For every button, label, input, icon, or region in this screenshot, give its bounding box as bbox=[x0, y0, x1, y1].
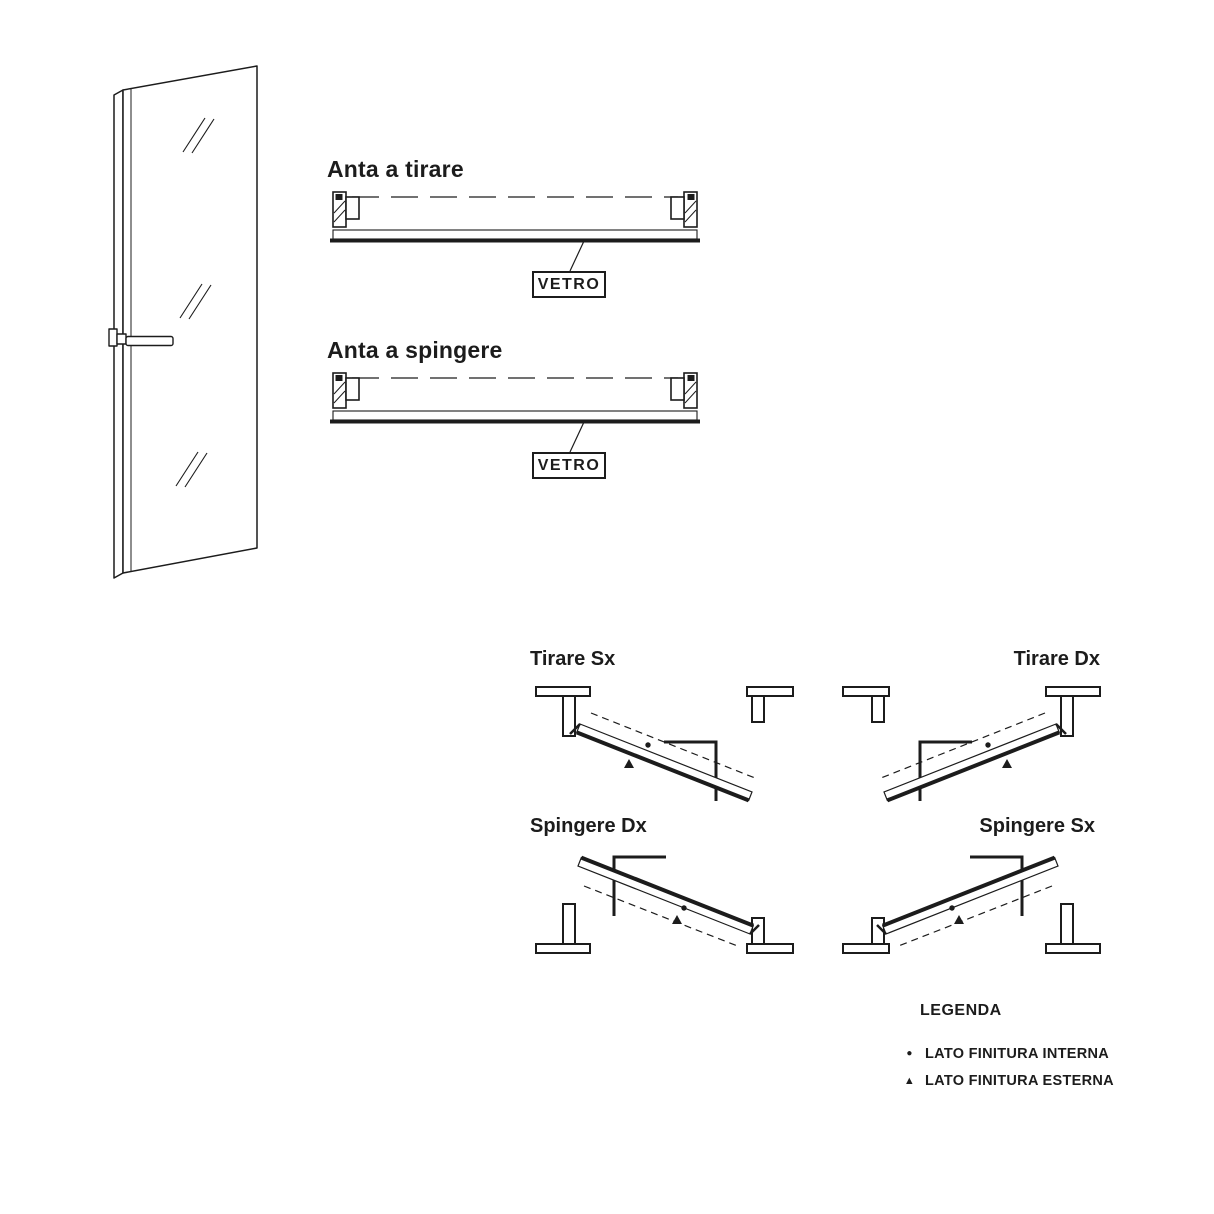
legend-item-interna-label: LATO FINITURA INTERNA bbox=[925, 1046, 1110, 1062]
glass-panel-section bbox=[332, 410, 698, 421]
glass-reflection-marks bbox=[175, 117, 215, 488]
legend-item-esterna: ▲ LATO FINITURA ESTERNA bbox=[903, 1073, 1114, 1089]
pull-glass-callout: VETRO bbox=[532, 271, 606, 298]
push-section-title: Anta a spingere bbox=[327, 337, 503, 363]
left-frame-profile bbox=[332, 191, 360, 228]
vetro-leader-line bbox=[569, 240, 585, 272]
swing-diagram-tirare-dx bbox=[841, 685, 1102, 803]
door-illustration bbox=[108, 65, 258, 579]
label-spingere-dx: Spingere Dx bbox=[530, 815, 647, 837]
interna-dot-icon: ● bbox=[906, 1048, 913, 1059]
left-frame-profile bbox=[332, 372, 360, 409]
push-section-drawing bbox=[330, 372, 700, 453]
vetro-leader-line bbox=[569, 421, 585, 453]
door-front-face bbox=[122, 65, 258, 574]
swing-diagram-tirare-sx bbox=[534, 685, 795, 803]
glass-panel-section bbox=[332, 229, 698, 240]
label-tirare-sx: Tirare Sx bbox=[530, 648, 616, 670]
right-frame-profile bbox=[670, 191, 698, 228]
right-frame-profile bbox=[670, 372, 698, 409]
esterna-triangle-icon: ▲ bbox=[903, 1074, 916, 1087]
legend-item-esterna-label: LATO FINITURA ESTERNA bbox=[925, 1073, 1114, 1089]
label-tirare-dx: Tirare Dx bbox=[1013, 648, 1100, 670]
legend-item-interna: ● LATO FINITURA INTERNA bbox=[903, 1046, 1109, 1062]
swing-diagram-spingere-sx bbox=[841, 855, 1102, 955]
push-glass-callout: VETRO bbox=[532, 452, 606, 479]
pull-section-title: Anta a tirare bbox=[327, 156, 464, 182]
label-spingere-sx: Spingere Sx bbox=[979, 815, 1095, 837]
pull-section-drawing bbox=[330, 191, 700, 272]
legend-title: LEGENDA bbox=[920, 1002, 1002, 1019]
door-handle bbox=[108, 328, 174, 347]
swing-diagram-spingere-dx bbox=[534, 855, 795, 955]
